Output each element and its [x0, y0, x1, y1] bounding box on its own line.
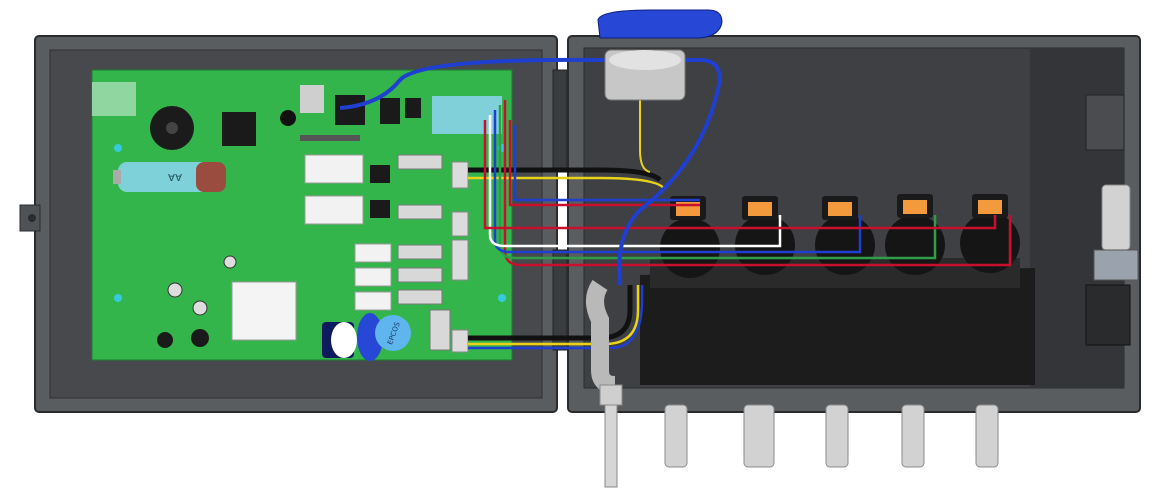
connector-3	[822, 196, 858, 220]
epcos-capacitor: EPCOS	[375, 315, 411, 351]
connector-4	[897, 194, 933, 218]
electrolytic-capacitor	[322, 322, 357, 358]
wire-harness	[339, 57, 1012, 350]
fuse-holders	[397, 154, 451, 351]
relay	[304, 195, 364, 225]
terminal-blocks	[451, 161, 469, 353]
hose-barb-fittings	[664, 404, 999, 468]
mounting-bracket	[1085, 284, 1131, 346]
connector-5	[972, 194, 1008, 218]
elbow-fitting	[586, 280, 623, 488]
transformer	[231, 281, 297, 341]
hinge	[552, 69, 568, 351]
side-hose-fitting	[1093, 184, 1139, 281]
header-connector	[432, 96, 502, 134]
varistor	[357, 313, 383, 361]
pcb-board: AA	[91, 69, 513, 361]
battery-label: AA	[168, 171, 182, 182]
sensor-connectors	[670, 194, 1008, 220]
mounting-bracket	[1085, 94, 1125, 151]
display-module	[92, 82, 136, 116]
aa-battery: AA	[113, 162, 226, 192]
pressure-sensor-cap	[597, 9, 723, 101]
microcontroller-chip	[222, 112, 256, 146]
sensor-block	[640, 213, 1035, 385]
connector-2	[742, 196, 778, 220]
relay	[304, 154, 364, 184]
